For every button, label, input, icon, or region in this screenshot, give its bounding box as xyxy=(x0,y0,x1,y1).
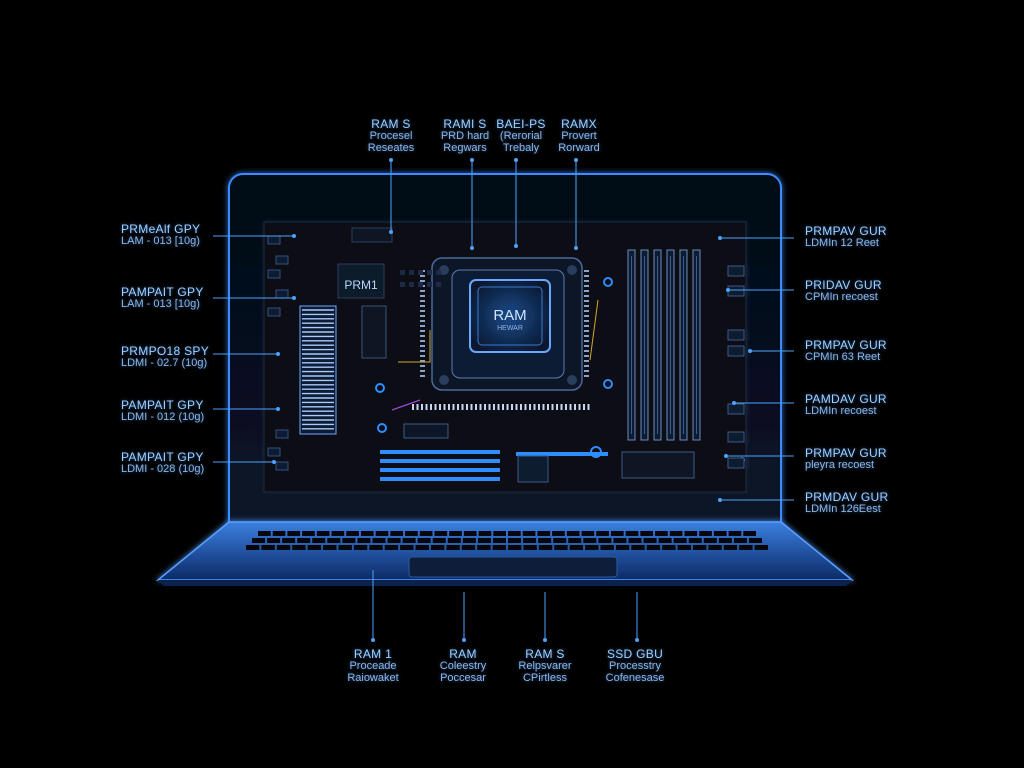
right-label-3-title: PRMPAV GUR xyxy=(805,338,887,352)
small-chip xyxy=(337,263,385,299)
cpu-sublabel: HEWAR xyxy=(497,325,523,332)
left-label-4-sub: LDMI - 012 (10g) xyxy=(121,411,205,423)
left-label-2: PAMPAIT GPY LAM - 013 [10g) xyxy=(121,286,271,310)
top-label-3: BAEI-PS (Rerorial Trebaly xyxy=(476,118,566,154)
right-label-2: PRIDAV GUR CPMIn recoest xyxy=(805,279,915,303)
heatsink-left xyxy=(299,305,337,435)
top-label-1-line2: Reseates xyxy=(367,142,415,154)
bottom-label-4-title: SSD GBU xyxy=(606,647,664,661)
pcie-slots xyxy=(380,450,608,481)
left-label-2-title: PAMPAIT GPY xyxy=(121,285,204,299)
bottom-label-2-line1: Coleestry xyxy=(439,660,487,672)
left-label-2-sub: LAM - 013 [10g) xyxy=(121,298,200,310)
keyboard xyxy=(246,531,768,550)
bottom-label-1-line1: Proceade xyxy=(349,660,397,672)
right-label-5-title: PRMPAV GUR xyxy=(805,446,887,460)
right-label-1: PRMPAV GUR LDMIn 12 Reet xyxy=(805,225,915,249)
top-label-2: RAMI S PRD hard Regwars xyxy=(420,118,510,154)
right-label-1-title: PRMPAV GUR xyxy=(805,224,887,238)
bottom-label-4: SSD GBU Processtry Cofenesase xyxy=(590,648,680,684)
left-label-4-title: PAMPAIT GPY xyxy=(121,398,204,412)
right-label-4-sub: LDMIn recoest xyxy=(805,405,877,417)
top-label-2-line1: PRD hard xyxy=(440,130,490,142)
top-label-4-line2: Rorward xyxy=(558,142,600,154)
bottom-label-1: RAM 1 Proceade Raiowaket xyxy=(328,648,418,684)
left-label-1-sub: LAM - 013 [10g) xyxy=(121,235,200,247)
top-label-3-title: BAEI-PS xyxy=(496,117,546,131)
top-label-1-line1: Procesel xyxy=(369,130,413,142)
right-label-5: PRMPAV GUR pleyra recoest xyxy=(805,447,915,471)
right-label-4-title: PAMDAV GUR xyxy=(805,392,887,406)
small-chip-label: PRM1 xyxy=(344,278,378,292)
right-label-3-sub: CPMIn 63 Reet xyxy=(805,351,881,363)
top-label-1: RAM S Procesel Reseates xyxy=(346,118,436,154)
bottom-label-3-line2: CPirtless xyxy=(522,672,567,684)
top-label-2-title: RAMI S xyxy=(443,117,487,131)
left-label-5-sub: LDMI - 028 (10g) xyxy=(121,463,205,475)
right-label-3: PRMPAV GUR CPMIn 63 Reet xyxy=(805,339,915,363)
touchpad xyxy=(408,556,618,578)
top-label-2-line2: Regwars xyxy=(443,142,487,154)
left-label-3-title: PRMPO18 SPY xyxy=(121,344,209,358)
bottom-label-1-line2: Raiowaket xyxy=(347,672,399,684)
right-label-6-sub: LDMIn 126Eest xyxy=(805,503,881,515)
cpu-chip xyxy=(469,279,551,353)
bottom-label-2-title: RAM xyxy=(449,647,477,661)
left-label-5-title: PAMPAIT GPY xyxy=(121,450,204,464)
left-label-3: PRMPO18 SPY LDMI - 02.7 (10g) xyxy=(121,345,271,369)
bottom-label-2: RAM Coleestry Poccesar xyxy=(418,648,508,684)
right-label-2-title: PRIDAV GUR xyxy=(805,278,882,292)
top-label-4-title: RAMX xyxy=(561,117,597,131)
bottom-label-1-title: RAM 1 xyxy=(353,647,393,661)
top-label-4-line1: Provert xyxy=(561,130,597,142)
callout-lines xyxy=(213,158,794,642)
bottom-label-2-line2: Poccesar xyxy=(440,672,486,684)
bottom-label-3: RAM S Relpsvarer CPirtless xyxy=(500,648,590,684)
left-label-4: PAMPAIT GPY LDMI - 012 (10g) xyxy=(121,399,271,423)
bottom-label-4-line1: Processtry xyxy=(609,660,661,672)
top-label-4: RAMX Provert Rorward xyxy=(534,118,624,154)
right-label-4: PAMDAV GUR LDMIn recoest xyxy=(805,393,915,417)
top-label-3-line2: Trebaly xyxy=(502,142,540,154)
bottom-label-3-line1: Relpsvarer xyxy=(518,660,572,672)
right-label-6: PRMDAV GUR LDMIn 126Eest xyxy=(805,491,915,515)
top-label-3-line1: (Rerorial xyxy=(499,130,543,142)
right-label-5-sub: pleyra recoest xyxy=(805,459,875,471)
left-label-3-sub: LDMI - 02.7 (10g) xyxy=(121,357,208,369)
top-label-1-title: RAM S xyxy=(371,117,411,131)
cpu-label: RAM xyxy=(493,307,526,324)
left-label-5: PAMPAIT GPY LDMI - 028 (10g) xyxy=(121,451,271,475)
right-label-6-title: PRMDAV GUR xyxy=(805,490,889,504)
right-label-1-sub: LDMIn 12 Reet xyxy=(805,237,879,249)
laptop-base xyxy=(155,521,855,586)
bottom-label-3-title: RAM S xyxy=(525,647,565,661)
left-label-1: PRMeAlf GPY LAM - 013 [10g) xyxy=(121,223,271,247)
bottom-label-4-line2: Cofenesase xyxy=(605,672,665,684)
left-label-1-title: PRMeAlf GPY xyxy=(121,222,201,236)
motherboard xyxy=(263,221,747,493)
right-label-2-sub: CPMIn recoest xyxy=(805,291,878,303)
ram-slots xyxy=(627,249,701,441)
